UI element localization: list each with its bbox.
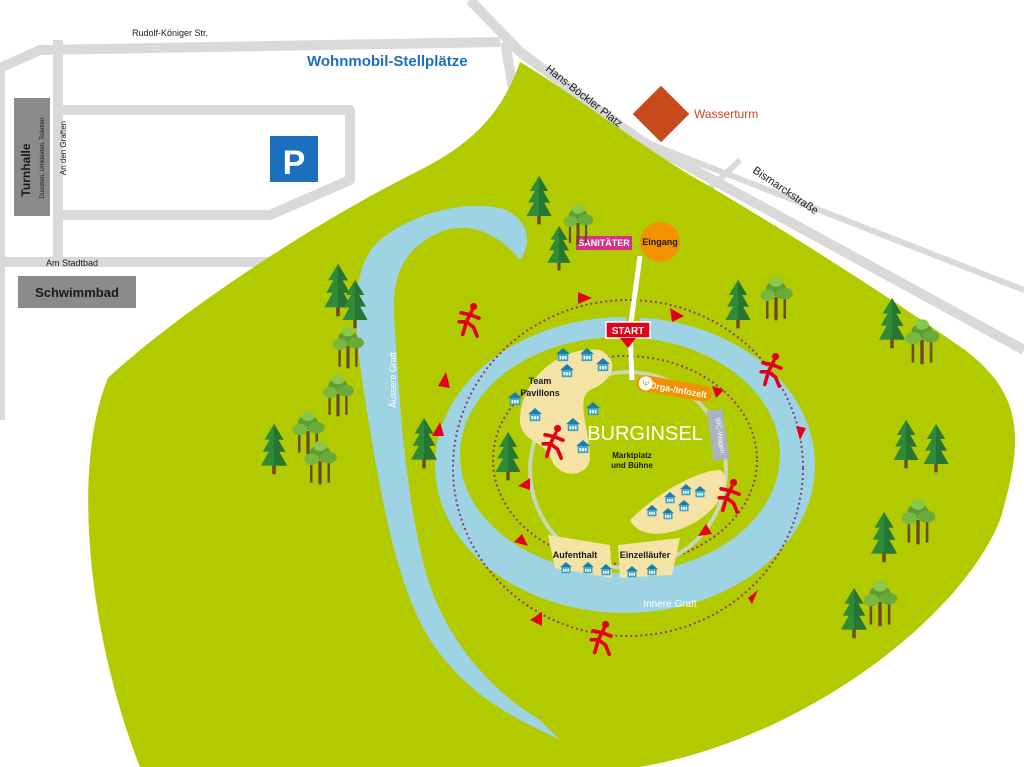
wasserturm-label: Wasserturm [694,107,758,121]
direction-arrow-icon [670,308,684,322]
schwimmbad-label: Schwimmbad [35,285,119,300]
direction-arrow-icon [578,292,592,304]
street-grafen: An den Graften [59,121,68,175]
direction-arrow-icon [748,590,758,604]
innere-graft-label: Innere Graft [643,599,697,610]
turnhalle-subtitle: Duschen, Umkleiden, Toiletten [40,118,46,199]
wasserturm-icon [632,85,690,143]
direction-arrow-icon [796,426,806,440]
direction-arrow-icon [530,612,542,626]
sanitaeter-label: SANITÄTER [578,238,630,248]
team-label-2: Pavillons [520,388,560,398]
direction-arrow-icon [698,524,712,536]
aeussere-graft-label: Äussere Graft [388,352,398,408]
outer-river [356,205,560,741]
turnhalle-building [14,98,50,216]
aufenthalt-label: Aufenthalt [553,550,598,560]
sanitaeter-sign [576,236,632,250]
camp-area-right [630,470,726,534]
eingang-label: Eingang [642,237,678,247]
markt-label-1: Marktplatz [612,451,652,460]
parking-sign [270,136,318,182]
fork-knife-icon: Ψ [642,379,650,389]
wc-label: WC-Wagen [714,418,726,455]
direction-arrow-icon [518,478,530,490]
direction-arrow-icon [438,372,450,388]
team-label-1: Team [529,376,552,386]
wohnmobil-label: Wohnmobil-Stellplätze [307,53,468,70]
direction-arrow-icon [432,422,444,436]
street-rudolf: Rudolf-Königer Str. [132,28,208,38]
street-stadtbad: Am Stadtbad [46,258,98,268]
direction-arrow-icon [514,534,528,546]
turnhalle-title: Turnhalle [19,143,33,196]
parking-label: P [283,144,306,182]
wc-wagen [706,409,730,461]
running-track-outer [452,299,804,637]
direction-arrow-icon [712,386,724,398]
start-label: START [612,326,645,337]
direction-arrows [432,292,806,626]
einzellaeufer-label: Einzelläufer [620,550,671,560]
schwimmbad-building [18,276,136,308]
burginsel-label: BURGINSEL [587,423,703,445]
markt-label-2: und Bühne [611,461,653,470]
eingang-marker [640,222,680,262]
